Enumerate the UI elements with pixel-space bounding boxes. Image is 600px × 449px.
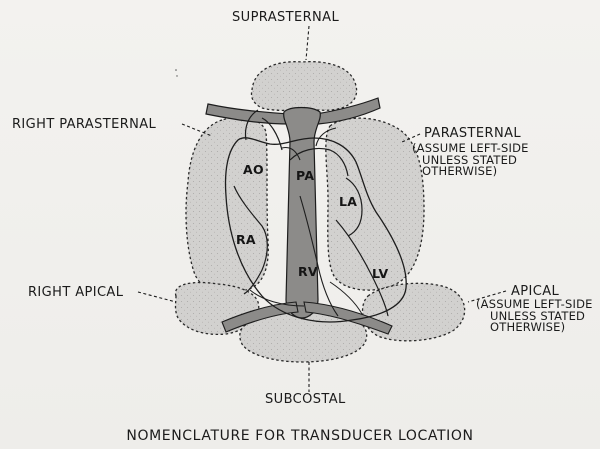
lv-label: LV [372,268,389,281]
ao-label: AO [243,164,264,177]
subcostal-label: SUBCOSTAL [265,393,346,406]
pa-label: PA [296,170,314,183]
parasternal-note: (ASSUME LEFT-SIDE UNLESS STATED OTHERWIS… [412,143,529,178]
parasternal-note-line: OTHERWISE) [412,166,529,178]
apical-note: (ASSUME LEFT-SIDE UNLESS STATED OTHERWIS… [476,299,593,334]
apical-note-line: OTHERWISE) [476,322,593,334]
parasternal-label: PARASTERNAL [424,127,521,140]
suprasternal-window [251,62,356,111]
right-apical-label: RIGHT APICAL [28,286,123,299]
suprasternal-leader [306,26,309,60]
suprasternal-label: SUPRASTERNAL [232,11,339,24]
right-apical-leader [138,292,176,302]
right-parasternal-label: RIGHT PARASTERNAL [12,118,156,131]
rv-label: RV [298,266,318,279]
la-label: LA [339,196,357,209]
ra-label: RA [236,234,256,247]
figure-caption: NOMENCLATURE FOR TRANSDUCER LOCATION [0,429,600,443]
apical-window [363,283,465,340]
